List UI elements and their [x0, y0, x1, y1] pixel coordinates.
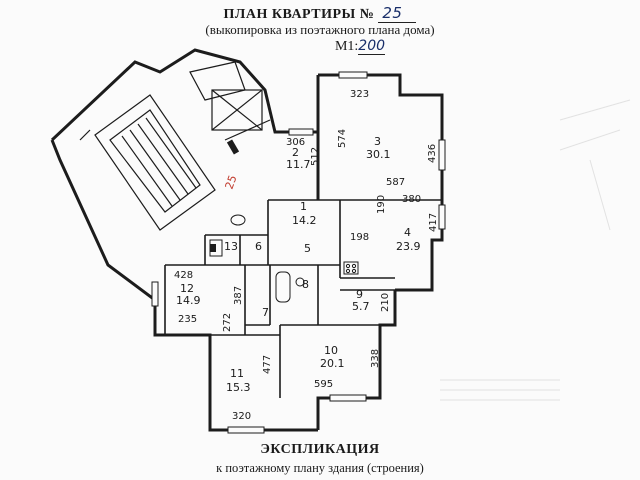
inner-walls [164, 132, 442, 398]
dim-387: 387 [233, 286, 244, 305]
page-subtitle: (выкопировка из поэтажного плана дома) [205, 22, 435, 37]
room-9-number: 9 [356, 288, 363, 301]
room-8-number: 8 [302, 278, 309, 291]
dim-323: 323 [350, 89, 369, 100]
wall-pier [226, 139, 240, 155]
room-12-number: 12 [180, 282, 194, 295]
room-4-area: 23.9 [396, 240, 421, 253]
page-title: ПЛАН КВАРТИРЫ № 25 [0, 4, 640, 23]
explication-subtitle: к поэтажному плану здания (строения) [216, 461, 424, 475]
dim-272: 272 [222, 313, 233, 332]
apartment-mark: 25 [223, 173, 240, 191]
scale-line: М1:200 [40, 38, 640, 55]
elevator-shaft [211, 89, 263, 131]
room-12-area: 14.9 [176, 294, 201, 307]
room-1-number: 1 [300, 200, 307, 213]
scale-prefix: М1: [334, 39, 359, 54]
vent-block [210, 244, 216, 252]
scan-ghost [440, 99, 631, 401]
room-2-number: 2 [292, 146, 299, 159]
room-5-number: 5 [304, 242, 311, 255]
room-3-number: 3 [374, 135, 381, 148]
apartment-number: 25 [378, 4, 417, 23]
dim-512: 512 [310, 147, 321, 166]
room-1-area: 14.2 [292, 214, 317, 227]
room-7-number: 7 [262, 306, 269, 319]
title-text: ПЛАН КВАРТИРЫ № [223, 7, 375, 22]
dim-338: 338 [370, 349, 381, 368]
dim-210: 210 [380, 293, 391, 312]
fixtures [209, 214, 359, 303]
sink [295, 277, 305, 287]
dim-587: 587 [386, 177, 405, 188]
dim-574: 574 [337, 129, 348, 148]
stove [343, 261, 359, 275]
dim-198: 198 [350, 232, 369, 243]
explication-title: ЭКСПЛИКАЦИЯ [260, 442, 380, 457]
dim-436: 436 [427, 144, 438, 163]
scale-value: 200 [358, 38, 386, 55]
room-labels: 1 14.2 2 11.7 3 30.1 4 23.9 5 6 7 8 9 5.… [176, 135, 421, 394]
stair-core [79, 61, 271, 231]
dim-595: 595 [314, 379, 333, 390]
dim-428: 428 [174, 270, 193, 281]
dim-235: 235 [178, 314, 197, 325]
room-13-number: 13 [224, 240, 238, 253]
room-4-number: 4 [404, 226, 411, 239]
room-11-area: 15.3 [226, 381, 251, 394]
room-6-number: 6 [255, 240, 262, 253]
dim-320: 320 [232, 411, 251, 422]
dim-380: 380 [402, 194, 421, 205]
dim-190: 190 [376, 195, 387, 214]
dim-477: 477 [262, 355, 273, 374]
bathtub [275, 271, 291, 303]
room-11-number: 11 [230, 367, 244, 380]
room-2-area: 11.7 [286, 158, 311, 171]
dimension-labels: 323 574 436 587 306 512 380 190 417 198 … [174, 89, 439, 422]
room-9-area: 5.7 [352, 300, 370, 313]
toilet [230, 214, 246, 226]
dim-306: 306 [286, 137, 305, 148]
windows [151, 71, 446, 434]
room-3-area: 30.1 [366, 148, 391, 161]
room-10-number: 10 [324, 344, 338, 357]
dim-417: 417 [428, 213, 439, 232]
room-10-area: 20.1 [320, 357, 345, 370]
outer-walls [50, 48, 444, 432]
